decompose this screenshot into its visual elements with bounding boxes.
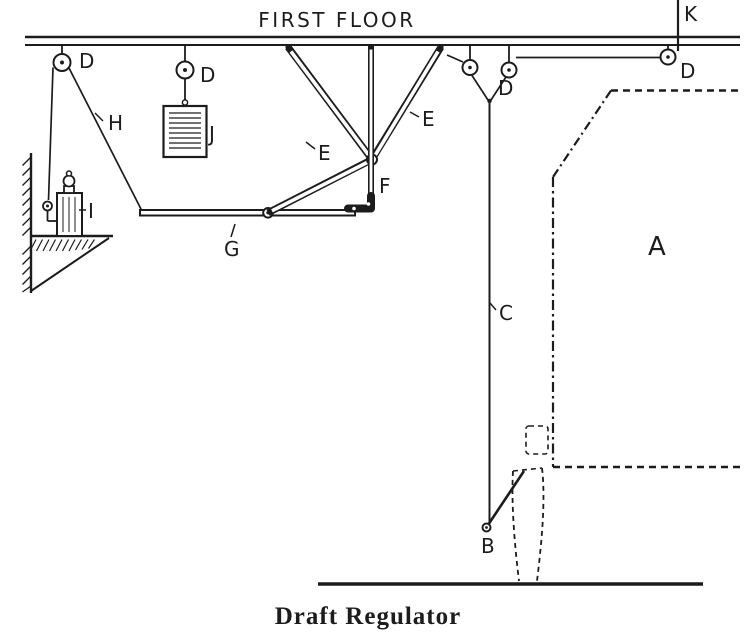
label-g-tick	[230, 223, 236, 238]
label-a: A	[648, 232, 666, 262]
label-d5: D	[680, 59, 695, 83]
label-k: K	[684, 2, 698, 26]
figure-caption: Draft Regulator	[275, 603, 461, 630]
device-ball	[62, 174, 76, 188]
label-g: G	[224, 237, 240, 261]
cord-to-regulator-i	[47, 67, 54, 201]
label-c: C	[499, 301, 513, 325]
label-i: I	[88, 199, 94, 223]
weight-hatching	[169, 112, 201, 149]
rod-f-elbow	[344, 192, 375, 213]
label-d1: D	[79, 49, 94, 73]
cord-h	[68, 67, 143, 212]
pulley-d3	[461, 46, 479, 76]
label-d4: D	[498, 76, 513, 100]
ceiling-lines	[25, 35, 740, 47]
stovepipe-dashed	[511, 467, 545, 582]
wall	[22, 153, 33, 293]
linkage-e	[266, 44, 444, 216]
damper-b	[481, 470, 526, 533]
label-h: H	[108, 111, 123, 135]
label-e2: E	[422, 107, 435, 131]
cord-d3-to-junction	[471, 75, 489, 101]
shelf-hatching	[29, 239, 95, 252]
wall-hatching	[22, 156, 32, 293]
regulator-device-i	[42, 170, 83, 237]
label-d2: D	[200, 63, 215, 87]
label-e1: E	[318, 141, 331, 165]
label-e1-tick	[305, 141, 316, 150]
first-floor-title: FIRST FLOOR	[258, 8, 415, 32]
weight-j	[162, 79, 208, 159]
pulley-d1	[52, 46, 72, 72]
shelf-bracket	[29, 234, 113, 292]
furnace-outline-a	[551, 89, 741, 469]
pulley-d4	[500, 46, 518, 79]
label-h-tick	[94, 112, 104, 122]
label-e2-tick	[409, 111, 420, 118]
pipe-collar-dashed	[525, 425, 549, 455]
cord-linkage-to-d3	[446, 54, 464, 63]
rod-f	[344, 44, 375, 213]
cord-d4-to-junction	[490, 76, 507, 101]
label-b: B	[481, 534, 495, 558]
lever-g	[139, 207, 356, 219]
label-j: J	[207, 122, 215, 146]
label-c-tick	[489, 302, 497, 311]
label-f: F	[379, 174, 391, 198]
pulley-d2	[175, 46, 195, 80]
pulley-d5	[659, 46, 677, 66]
